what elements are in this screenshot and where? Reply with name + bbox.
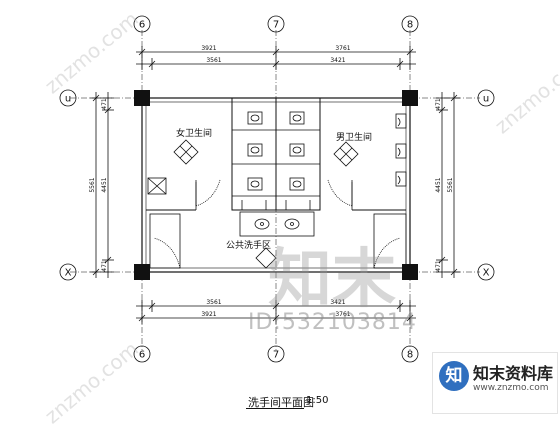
dim-left-inner: 4451 — [101, 177, 108, 192]
drawing-title: 洗手间平面图 — [248, 396, 314, 409]
grid-label-right-u: u — [483, 94, 489, 105]
dim-top-inner-1: 3561 — [206, 57, 221, 64]
grid-label-bottom-7: 7 — [273, 350, 279, 361]
watermark-brand-large: 知末 — [268, 243, 396, 317]
dim-bottom-outer-1: 3921 — [201, 311, 216, 318]
structural-columns — [134, 90, 418, 280]
grid-label-right-x: X — [483, 268, 490, 279]
grid-label-left-x: X — [65, 268, 72, 279]
dim-right-small-top: 471 — [435, 98, 442, 110]
urinal-fixtures — [395, 113, 407, 187]
grid-label-top-8: 8 — [407, 20, 413, 31]
dim-right-inner: 4451 — [435, 177, 442, 192]
grid-label-top-7: 7 — [273, 20, 279, 31]
grid-label-left-u: u — [65, 94, 71, 105]
drawing-linework — [59, 15, 495, 363]
dim-left-small-bottom: 471 — [101, 260, 108, 272]
toilet-fixtures — [247, 111, 305, 191]
watermark-id: ID:532103814 — [248, 310, 417, 335]
grid-label-top-6: 6 — [139, 20, 145, 31]
grid-label-bottom-6: 6 — [139, 350, 145, 361]
brand-logo-icon: 知 — [439, 361, 469, 391]
drawing-scale: 1:50 — [306, 395, 329, 406]
title-underline — [246, 408, 304, 409]
room-label-male: 男卫生间 — [336, 131, 372, 143]
dim-top-outer-1: 3921 — [201, 45, 216, 52]
brand-badge: 知 知末资料库 www.znzmo.com — [432, 352, 558, 414]
dim-top-outer-2: 3761 — [335, 45, 350, 52]
brand-url: www.znzmo.com — [473, 383, 549, 393]
dim-right-small-bottom: 471 — [435, 260, 442, 272]
dim-left-small-top: 471 — [101, 98, 108, 110]
dim-bottom-outer-2: 3761 — [335, 311, 350, 318]
brand-site-name: 知末资料库 — [473, 364, 554, 383]
dim-bottom-inner-2: 3421 — [330, 299, 345, 306]
dim-top-inner-2: 3421 — [330, 57, 345, 64]
room-label-female: 女卫生间 — [176, 127, 212, 139]
dim-right-outer: 5561 — [447, 177, 454, 192]
room-label-public: 公共洗手区 — [226, 239, 271, 251]
grid-label-bottom-8: 8 — [407, 350, 413, 361]
dim-bottom-inner-1: 3561 — [206, 299, 221, 306]
dim-left-outer: 5561 — [89, 177, 96, 192]
